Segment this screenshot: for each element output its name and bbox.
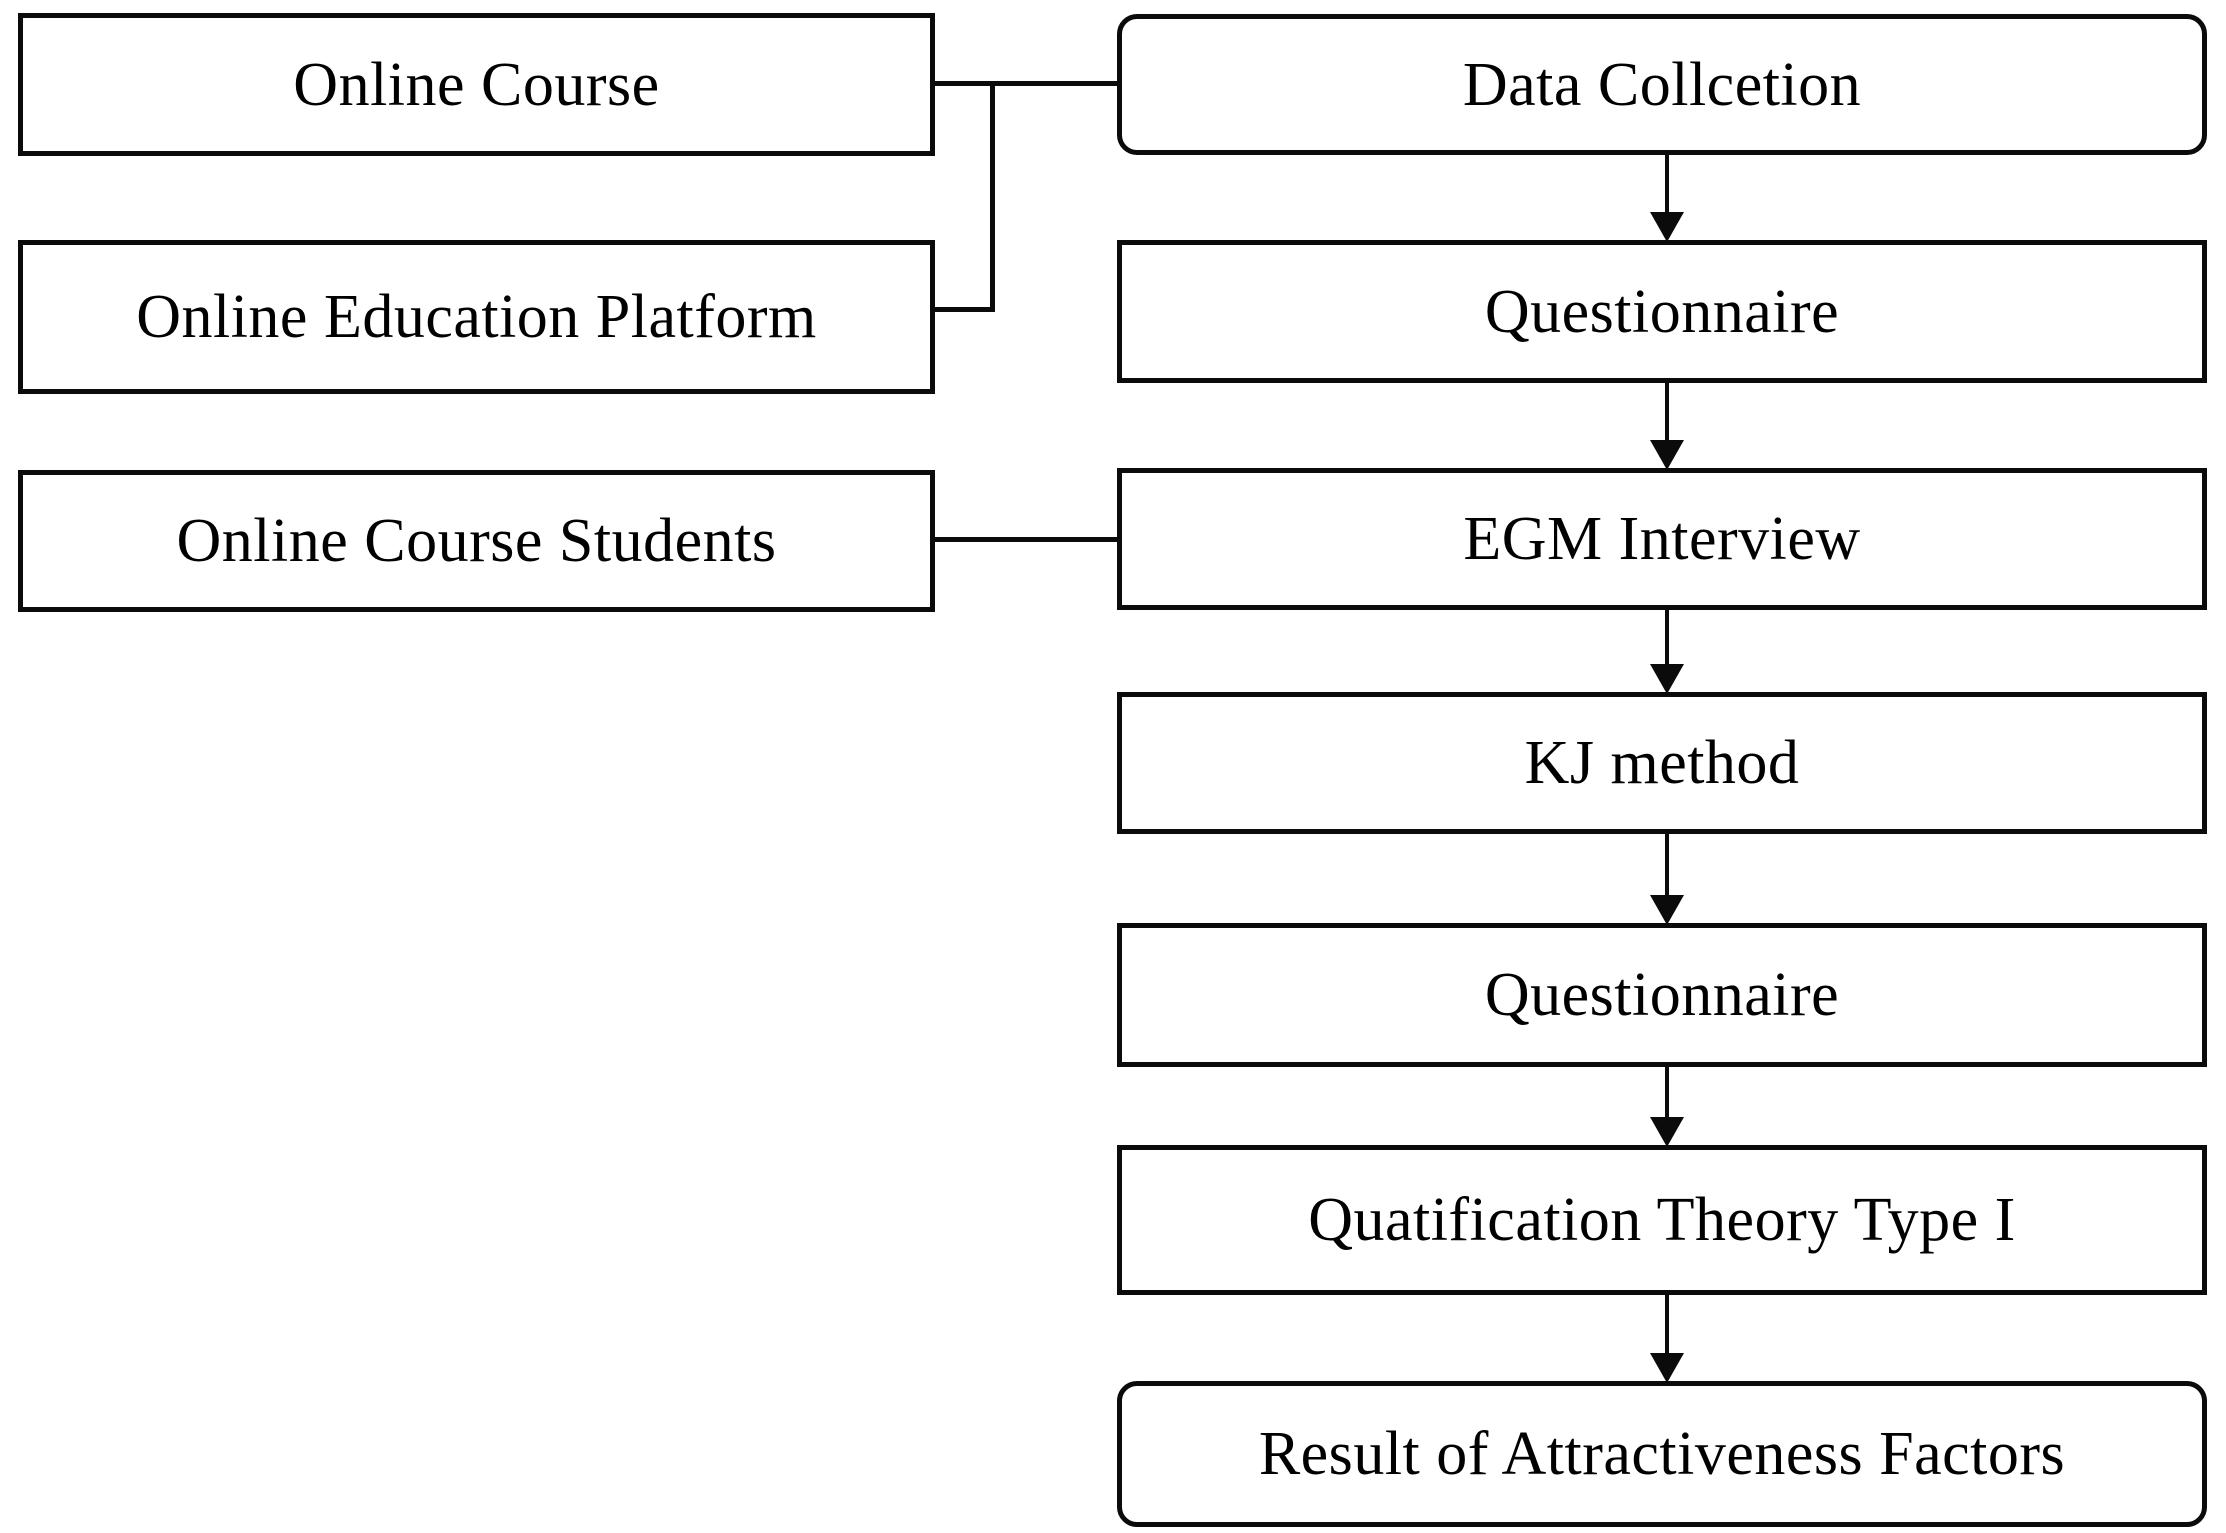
connector-vertical-join <box>990 81 995 312</box>
down-arrow-stem <box>1665 1295 1669 1353</box>
node-kj-method-label: KJ method <box>1524 729 1800 797</box>
down-arrow-icon <box>1650 834 1684 925</box>
node-online-education-platform: Online Education Platform <box>18 240 935 394</box>
down-arrow-head <box>1650 1353 1684 1383</box>
down-arrow-icon <box>1650 155 1684 242</box>
node-quantification-theory: Quatification Theory Type I <box>1117 1145 2207 1295</box>
node-questionnaire-2: Questionnaire <box>1117 923 2207 1067</box>
connector-online-course-to-data-collection <box>930 81 1122 86</box>
node-online-course-students-label: Online Course Students <box>176 507 777 575</box>
down-arrow-stem <box>1665 1067 1669 1117</box>
down-arrow-head <box>1650 664 1684 694</box>
node-quantification-theory-label: Quatification Theory Type I <box>1308 1186 2016 1254</box>
node-online-education-platform-label: Online Education Platform <box>136 283 817 351</box>
node-data-collection-label: Data Collcetion <box>1462 50 1862 119</box>
connector-online-education-platform-stub <box>930 307 995 312</box>
down-arrow-icon <box>1650 1295 1684 1383</box>
node-kj-method: KJ method <box>1117 692 2207 834</box>
down-arrow-stem <box>1665 155 1669 212</box>
down-arrow-icon <box>1650 1067 1684 1147</box>
node-questionnaire-2-label: Questionnaire <box>1484 961 1840 1029</box>
node-online-course-students: Online Course Students <box>18 470 935 612</box>
node-questionnaire-1: Questionnaire <box>1117 240 2207 383</box>
down-arrow-stem <box>1665 610 1669 664</box>
down-arrow-stem <box>1665 834 1669 895</box>
down-arrow-head <box>1650 1117 1684 1147</box>
node-result-attractiveness-factors: Result of Attractiveness Factors <box>1117 1381 2207 1527</box>
down-arrow-head <box>1650 212 1684 242</box>
down-arrow-head <box>1650 895 1684 925</box>
down-arrow-icon <box>1650 610 1684 694</box>
down-arrow-icon <box>1650 383 1684 470</box>
node-egm-interview: EGM Interview <box>1117 468 2207 610</box>
node-questionnaire-1-label: Questionnaire <box>1484 277 1840 346</box>
down-arrow-head <box>1650 440 1684 470</box>
down-arrow-stem <box>1665 383 1669 440</box>
node-online-course: Online Course <box>18 13 935 156</box>
node-egm-interview-label: EGM Interview <box>1463 505 1861 573</box>
node-online-course-label: Online Course <box>293 50 660 119</box>
connector-online-course-students-to-egm-interview <box>930 537 1122 542</box>
node-result-attractiveness-factors-label: Result of Attractiveness Factors <box>1258 1420 2066 1488</box>
node-data-collection: Data Collcetion <box>1117 14 2207 155</box>
